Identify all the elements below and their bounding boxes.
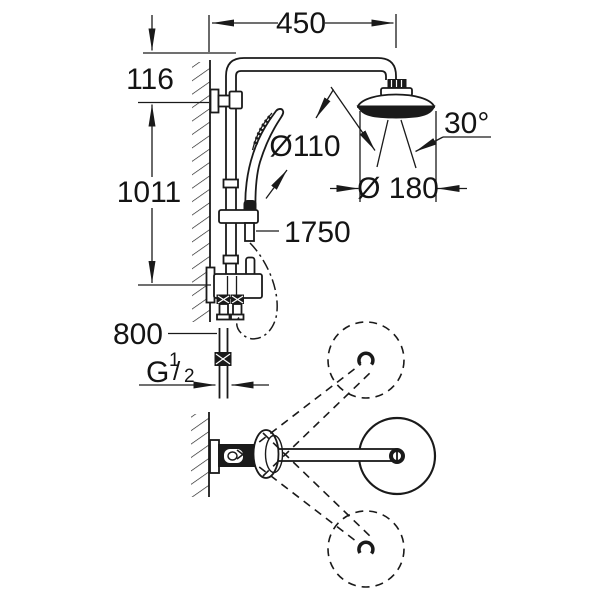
shower-head-position-down	[327, 510, 405, 588]
hand-shower-holder	[218, 209, 259, 242]
head-shower-disc	[357, 93, 435, 108]
inlet-height-label: 800	[113, 318, 163, 351]
rail-joint-lower	[222, 254, 239, 265]
diverter-valve	[205, 256, 263, 321]
hose-outlet-stub	[244, 222, 255, 242]
swivel-alternate-positions	[236, 321, 405, 588]
valve-body	[213, 273, 263, 299]
wall-hatching	[192, 62, 210, 322]
dimension-1011: 1011	[117, 101, 211, 286]
dimension-head-diameter: Ø 180	[330, 111, 467, 205]
thread-slash: /	[173, 356, 181, 386]
wall-plate-top-view	[209, 439, 220, 474]
thread-denominator: 2	[184, 366, 195, 387]
wall-hatching-top-view	[191, 414, 209, 497]
top-view-swivel-arm	[191, 321, 437, 588]
valve-lever	[245, 256, 256, 277]
dimension-116: 116	[126, 15, 236, 96]
shower-hose	[235, 242, 278, 340]
top-wall-bracket	[209, 88, 243, 114]
thread-base-label: G	[146, 356, 169, 389]
rail-joint-upper	[222, 178, 239, 189]
shower-head-position-up	[327, 321, 405, 399]
dimension-116-label: 116	[126, 63, 174, 96]
annotation-hose-length: 1750	[256, 216, 351, 249]
dimension-1011-label: 1011	[117, 176, 182, 209]
supply-pipe	[214, 328, 232, 399]
spray-cone	[376, 119, 417, 169]
shower-arm	[277, 448, 398, 462]
riser-pipe	[225, 57, 397, 274]
head-shower	[356, 79, 436, 119]
valve-opening	[224, 449, 243, 463]
annotation-hand-shower-diameter: Ø110	[265, 89, 341, 199]
dimension-450-label: 450	[276, 7, 326, 40]
hand-shower-diameter-label: Ø110	[269, 130, 340, 163]
annotation-inlet-height: 800	[113, 318, 217, 351]
spray-angle-label: 30°	[444, 107, 489, 140]
hose-length-label: 1750	[284, 216, 351, 249]
arm-pivot-end	[389, 448, 405, 464]
annotation-thread-size: G 1 / 2	[139, 350, 269, 389]
annotation-spray-angle: 30°	[330, 86, 491, 153]
thread-numerator: 1	[169, 350, 180, 371]
dimension-450: 450	[208, 7, 397, 52]
head-shower-face	[356, 105, 436, 119]
head-shower-diameter-label: Ø 180	[357, 172, 439, 205]
